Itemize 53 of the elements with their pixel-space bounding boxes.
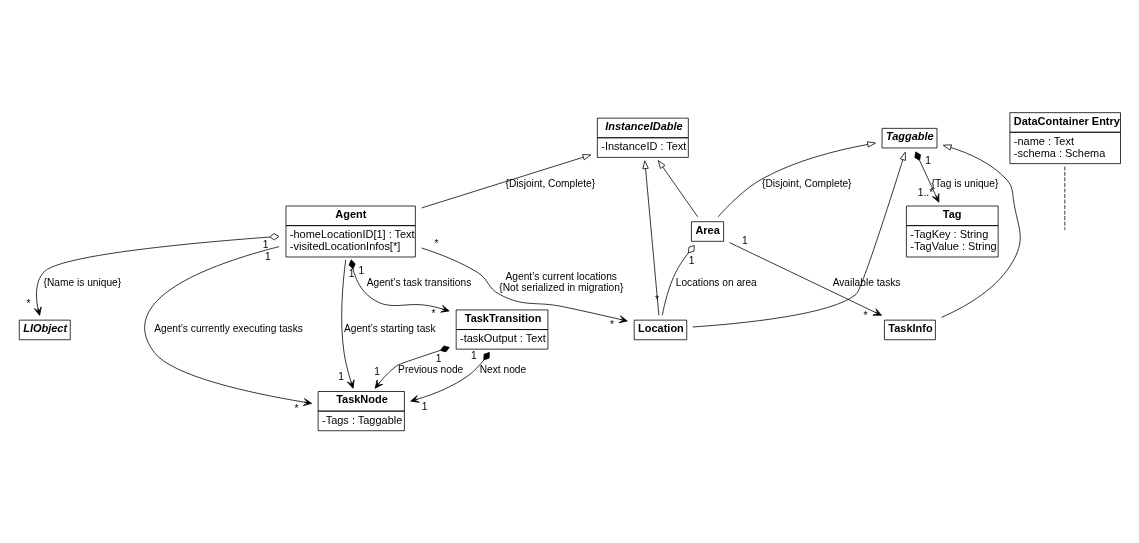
label: 1 (264, 251, 271, 263)
arrow (34, 233, 280, 316)
label: 1 (262, 238, 269, 250)
arrow (410, 352, 490, 403)
node-box: TaskInfo (884, 319, 936, 341)
arrow (374, 345, 450, 389)
label: 1 (742, 235, 748, 247)
label: * (654, 294, 659, 306)
edge-label: Agent’s currently executing tasks (154, 323, 303, 335)
arrow (729, 242, 882, 316)
edge-label: Available tasks (832, 276, 901, 288)
arrow (421, 247, 628, 324)
edge-label: {Tag is unique} (931, 178, 999, 190)
arrow (421, 154, 592, 209)
label: 1 (348, 267, 355, 279)
node-box: Taggable (881, 127, 938, 149)
edge-label: Next node (479, 364, 527, 375)
arrow (941, 144, 1021, 318)
label: {Disjoint, Complete} (505, 178, 596, 190)
edge-label: Locations on area (675, 276, 757, 288)
arrow (341, 259, 355, 389)
label: {Disjoint, Complete} (762, 178, 852, 190)
edge-label: Agent’s starting task (344, 323, 436, 335)
arrow (348, 259, 450, 313)
node-box: Location (633, 319, 688, 341)
label: * (609, 319, 614, 331)
label: * (434, 238, 439, 250)
node-box: LIObject (18, 319, 71, 341)
node-box: Area (691, 221, 724, 242)
label: * (294, 402, 299, 414)
label: * (431, 308, 436, 320)
arrow (692, 151, 906, 328)
connector (661, 245, 695, 316)
label: {Not serialized in migration} (499, 282, 624, 294)
label: 1 (688, 254, 695, 266)
edge-label: Previous node (398, 364, 464, 375)
arrow (914, 151, 940, 203)
label: 1 (374, 366, 380, 378)
label: 1 (471, 349, 477, 361)
arrow (642, 160, 660, 316)
arrow (144, 246, 312, 406)
edge-label: {Name is unique} (43, 276, 122, 288)
label: 1 (435, 352, 442, 364)
label: 1 (338, 371, 345, 383)
label: 1 (925, 154, 932, 166)
edge-label: Agent’s current locations (505, 271, 617, 283)
arrow (657, 160, 699, 218)
label: 1 (421, 401, 428, 413)
label: * (26, 297, 31, 309)
arrow (717, 141, 876, 218)
label: * (863, 310, 868, 322)
edge-label: Agent’s task transitions (366, 276, 472, 288)
label: 1 (358, 265, 365, 277)
